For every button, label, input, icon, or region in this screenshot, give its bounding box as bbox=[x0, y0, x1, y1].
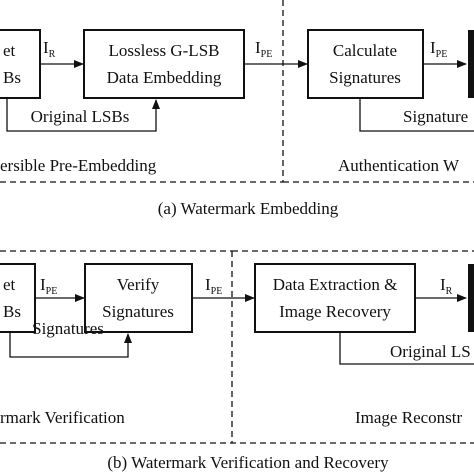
box-left-a-line2: Bs bbox=[3, 68, 21, 87]
box-right-a-line2: Signatures bbox=[329, 68, 401, 87]
box-left-a-line1: et bbox=[3, 41, 16, 60]
box-mid-b-line2: Signatures bbox=[102, 302, 174, 321]
feedback-a bbox=[6, 98, 160, 132]
box-right-b-line2: Image Recovery bbox=[279, 302, 391, 321]
right-feedback-label-a: Signature bbox=[403, 107, 468, 126]
box-mid-a-line2: Data Embedding bbox=[107, 68, 222, 87]
box-left-b-line1: et bbox=[3, 275, 16, 294]
caption-b: (b) Watermark Verification and Recovery bbox=[107, 453, 389, 472]
label-ipe1-b: IPE bbox=[40, 275, 57, 297]
box-mid-a-line1: Lossless G-LSB bbox=[109, 41, 220, 60]
region-left-label-a: ersible Pre-Embedding bbox=[0, 156, 157, 175]
feedback-b bbox=[9, 332, 132, 358]
feedback-label-a: Original LSBs bbox=[31, 107, 130, 126]
region-right-label-a: Authentication W bbox=[338, 156, 460, 175]
region-left-label-b: rmark Verification bbox=[0, 408, 125, 427]
label-ipe2-b: IPE bbox=[205, 275, 222, 297]
box-edge-a bbox=[468, 30, 474, 98]
feedback-label-b: Signatures bbox=[32, 319, 104, 338]
region-right-label-b: Image Reconstr bbox=[355, 408, 462, 427]
label-ipe2-a: IPE bbox=[430, 38, 447, 60]
box-right-a-line1: Calculate bbox=[333, 41, 397, 60]
right-feedback-label-b: Original LS bbox=[390, 342, 471, 361]
panel-b: et Bs IPE Verify Signatures Signatures I… bbox=[0, 250, 474, 472]
box-mid-b-line1: Verify bbox=[117, 275, 160, 294]
label-ipe1-a: IPE bbox=[255, 38, 272, 60]
box-left-b-line2: Bs bbox=[3, 302, 21, 321]
panel-a: et Bs IR Lossless G-LSB Data Embedding O… bbox=[0, 0, 474, 218]
label-ir-a: IR bbox=[43, 38, 56, 60]
label-ir-b: IR bbox=[440, 275, 453, 297]
caption-a: (a) Watermark Embedding bbox=[158, 199, 339, 218]
right-feedback-a bbox=[359, 98, 474, 132]
box-right-b-line1: Data Extraction & bbox=[273, 275, 398, 294]
right-feedback-b bbox=[339, 332, 474, 365]
box-edge-b bbox=[468, 264, 474, 332]
